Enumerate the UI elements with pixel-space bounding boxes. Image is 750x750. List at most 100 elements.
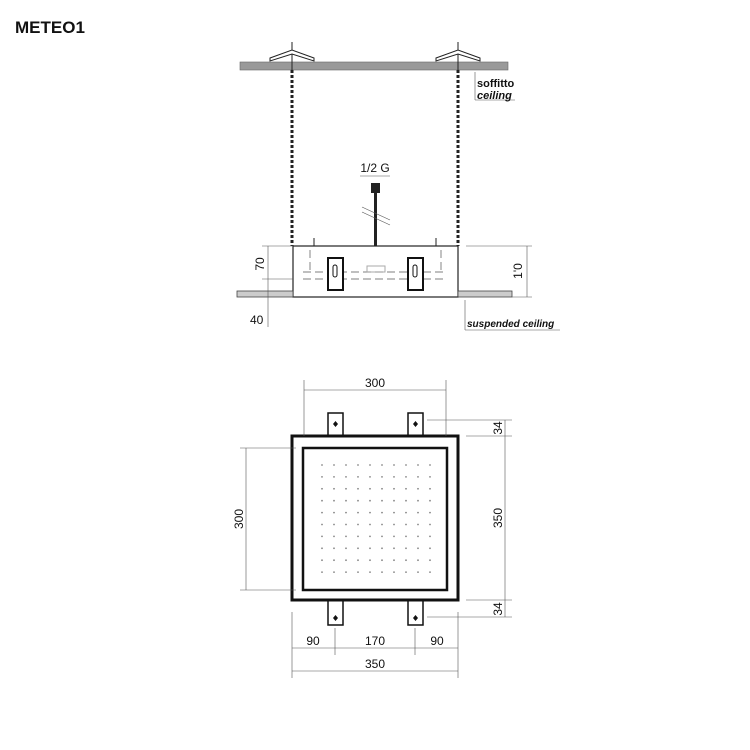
nozzle-dot	[321, 511, 323, 514]
suspended-ceiling-label: suspended ceiling	[467, 319, 554, 330]
plan-view: 300 300 34 350 34 90 170 90 350	[232, 376, 512, 678]
anchor-right	[435, 42, 481, 70]
nozzle-dot	[321, 559, 323, 562]
nozzle-dot	[345, 547, 347, 550]
nozzle-dot	[381, 535, 383, 538]
nozzle-dot	[369, 487, 371, 490]
nozzle-dot	[369, 571, 371, 573]
nozzle-grid	[321, 464, 431, 573]
nozzle-dot	[321, 464, 323, 466]
nozzle-dot	[333, 523, 335, 526]
nozzle-dot	[405, 571, 407, 573]
nozzle-dot	[345, 487, 347, 490]
nozzle-dot	[417, 464, 419, 466]
nozzle-dot	[405, 535, 407, 538]
nozzle-dot	[345, 571, 347, 573]
nozzle-dot	[405, 523, 407, 526]
nozzle-dot	[357, 547, 359, 550]
bracket-right	[407, 257, 424, 291]
nozzle-dot	[321, 535, 323, 538]
suspended-ceiling-right	[457, 290, 513, 298]
nozzle-dot	[321, 547, 323, 550]
product-title: METEO1	[15, 18, 85, 37]
nozzle-dot	[405, 464, 407, 466]
nozzle-dot	[381, 511, 383, 514]
nozzle-dot	[393, 499, 395, 502]
nozzle-dot	[429, 523, 431, 526]
nozzle-dot	[357, 535, 359, 538]
nozzle-dot	[417, 547, 419, 550]
shower-plate	[301, 446, 449, 592]
nozzle-dot	[333, 511, 335, 514]
nozzle-dot	[381, 487, 383, 490]
nozzle-dot	[357, 487, 359, 490]
nozzle-dot	[429, 571, 431, 573]
nozzle-dot	[333, 464, 335, 466]
nozzle-dot	[429, 499, 431, 502]
nozzle-dot	[417, 571, 419, 573]
nozzle-dot	[429, 476, 431, 478]
nozzle-dot	[369, 523, 371, 526]
nozzle-dot	[321, 523, 323, 526]
nozzle-dot	[405, 559, 407, 562]
nozzle-dot	[405, 547, 407, 550]
nozzle-dot	[369, 547, 371, 550]
outer-frame	[290, 434, 460, 602]
nozzle-dot	[333, 487, 335, 490]
nozzle-dot	[357, 499, 359, 502]
nozzle-dot	[381, 476, 383, 478]
bracket-left	[327, 257, 344, 291]
nozzle-dot	[369, 464, 371, 466]
dim-tab-bottom: 34	[491, 602, 505, 616]
nozzle-dot	[369, 499, 371, 502]
suspended-ceiling-left	[236, 290, 294, 298]
nozzle-dot	[417, 511, 419, 514]
tab-bottom-left	[327, 599, 344, 626]
dim-right: 90	[430, 634, 444, 648]
nozzle-dot	[369, 535, 371, 538]
nozzle-dot	[417, 523, 419, 526]
nozzle-dot	[393, 511, 395, 514]
nozzle-dot	[405, 499, 407, 502]
nozzle-dot	[357, 523, 359, 526]
nozzle-dot	[393, 535, 395, 538]
nozzle-dot	[381, 523, 383, 526]
nozzle-dot	[417, 487, 419, 490]
dim-inner-width: 300	[365, 376, 385, 390]
nozzle-dot	[417, 535, 419, 538]
nozzle-dot	[333, 559, 335, 562]
nozzle-dot	[369, 559, 371, 562]
nozzle-dot	[417, 476, 419, 478]
nozzle-dot	[321, 499, 323, 502]
nozzle-dot	[357, 559, 359, 562]
dim-outer-width: 350	[365, 657, 385, 671]
pipe-thread-label: 1/2 G	[360, 161, 389, 175]
nozzle-dot	[429, 487, 431, 490]
nozzle-dot	[393, 487, 395, 490]
nozzle-dot	[405, 511, 407, 514]
nozzle-dot	[321, 487, 323, 490]
nozzle-dot	[393, 464, 395, 466]
nozzle-dot	[417, 499, 419, 502]
nozzle-dot	[333, 499, 335, 502]
nozzle-dot	[405, 476, 407, 478]
nozzle-dot	[357, 464, 359, 466]
nozzle-dot	[345, 523, 347, 526]
nozzle-dot	[405, 487, 407, 490]
dim-middle: 170	[365, 634, 385, 648]
nozzle-dot	[357, 476, 359, 478]
nozzle-dot	[381, 559, 383, 562]
ceiling-label-en: ceiling	[477, 90, 512, 102]
nozzle-dot	[357, 511, 359, 514]
nozzle-dot	[345, 535, 347, 538]
dim-total-height: 1'0	[511, 263, 525, 279]
dim-left: 90	[306, 634, 320, 648]
nozzle-dot	[393, 547, 395, 550]
nozzle-dot	[429, 511, 431, 514]
dim-tab-top: 34	[491, 421, 505, 435]
nozzle-dot	[429, 559, 431, 562]
nozzle-dot	[333, 476, 335, 478]
nozzle-dot	[429, 464, 431, 466]
nozzle-dot	[333, 547, 335, 550]
